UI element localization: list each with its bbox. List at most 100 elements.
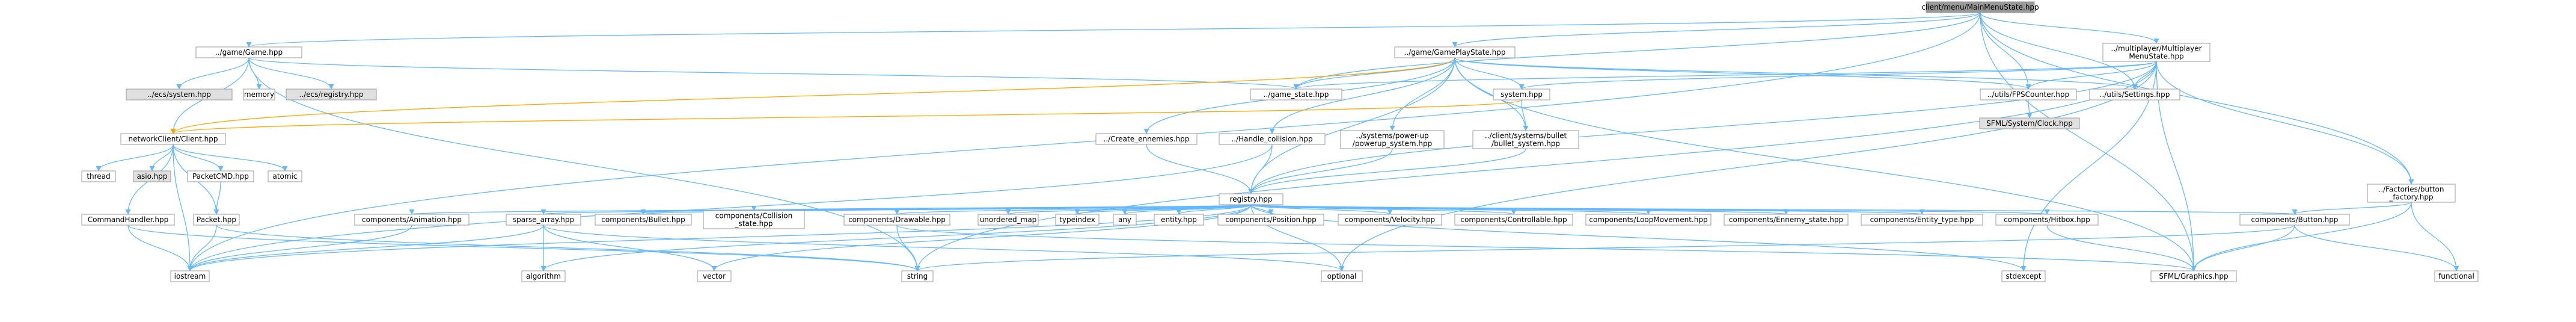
node-root[interactable]: client/menu/MainMenuState.hpp: [1921, 1, 2039, 13]
node-registry[interactable]: registry.hpp: [1219, 193, 1283, 205]
node-label: registry.hpp: [1230, 195, 1273, 203]
node-atomic[interactable]: atomic: [268, 170, 302, 182]
node-label: ../Factories/button: [2379, 185, 2444, 194]
node-comp-drawable[interactable]: components/Drawable.hpp: [843, 214, 950, 226]
node-unordered-map[interactable]: unordered_map: [977, 214, 1039, 226]
node-box: [1980, 88, 2077, 101]
node-label: sparse_array.hpp: [513, 215, 574, 224]
node-box: [2239, 214, 2350, 226]
node-sfml-graphics[interactable]: SFML/Graphics.hpp: [2150, 270, 2237, 282]
node-handle-collision[interactable]: ../Handle_collision.hpp: [1219, 133, 1326, 145]
node-comp-loopmovement[interactable]: components/LoopMovement.hpp: [1585, 214, 1712, 226]
node-box: [1217, 214, 1324, 226]
edge-registry-to-comp_collision: [751, 204, 1252, 211]
edge-multiplayer-to-string: [914, 61, 2157, 271]
node-vector[interactable]: vector: [697, 270, 732, 282]
node-box: [187, 170, 254, 182]
node-powerup[interactable]: ../systems/power-up/powerup_system.hpp: [1340, 130, 1445, 149]
edge-comp_animation-to-iostream: [187, 224, 412, 271]
node-comp-button[interactable]: components/Button.hpp: [2239, 214, 2350, 226]
node-label: SFML/Graphics.hpp: [2159, 272, 2228, 280]
node-comp-velocity[interactable]: components/Velocity.hpp: [1338, 214, 1442, 226]
node-comp-enemystate[interactable]: components/Ennemy_state.hpp: [1724, 214, 1849, 226]
node-box: [697, 270, 732, 282]
node-game[interactable]: ../game/Game.hpp: [195, 46, 302, 58]
node-label: algorithm: [526, 272, 561, 280]
node-label: components/Position.hpp: [1225, 215, 1317, 224]
node-fps[interactable]: ../utils/FPSCounter.hpp: [1980, 88, 2077, 101]
node-algorithm[interactable]: algorithm: [521, 270, 566, 282]
node-box: [243, 88, 275, 101]
edge-registry-to-comp_controllable: [1250, 204, 1517, 215]
node-packetcmd[interactable]: PacketCMD.hpp: [187, 170, 254, 182]
edge-registry-to-comp_velocity: [1250, 204, 1393, 215]
node-label: SFML/System/Clock.hpp: [1986, 119, 2073, 128]
edge-gameplay-to-handle_collision: [1269, 57, 1455, 134]
node-iostream[interactable]: iostream: [170, 270, 210, 282]
node-commandhandler[interactable]: CommandHandler.hpp: [81, 214, 175, 226]
node-comp-entitytype[interactable]: components/Entity_type.hpp: [1861, 214, 1983, 226]
node-memory[interactable]: memory: [243, 88, 275, 101]
node-label: memory: [244, 90, 274, 99]
node-sfml-clock[interactable]: SFML/System/Clock.hpp: [1979, 117, 2080, 129]
node-factories[interactable]: ../Factories/button_factory.hpp: [2367, 184, 2456, 203]
node-any[interactable]: any: [1113, 214, 1137, 226]
node-box: [1113, 214, 1137, 226]
node-box: [81, 214, 175, 226]
edge-root-to-game_state: [1293, 12, 1981, 90]
node-stdexcept[interactable]: stdexcept: [2001, 270, 2046, 282]
edge-create_enemies-to-registry: [1146, 144, 1254, 194]
node-box: [2434, 270, 2479, 282]
node-box: [1493, 88, 1550, 101]
node-label: components/LoopMovement.hpp: [1589, 215, 1707, 224]
node-system[interactable]: system.hpp: [1493, 88, 1550, 101]
node-box: [1340, 130, 1445, 149]
node-label: Packet.hpp: [197, 215, 236, 224]
edge-sparse_array-to-vector: [543, 224, 717, 271]
edge-comp_button-to-sfml_graphics: [2191, 224, 2295, 271]
node-bullet-sys[interactable]: ../client/systems/bullet/bullet_system.h…: [1472, 130, 1579, 149]
edge-client-to-asio: [149, 144, 174, 172]
node-optional[interactable]: optional: [1321, 270, 1363, 282]
node-functional[interactable]: functional: [2434, 270, 2479, 282]
node-asio[interactable]: asio.hpp: [133, 170, 171, 182]
node-ecs-registry[interactable]: ../ecs/registry.hpp: [286, 88, 377, 101]
edge-root-to-game: [246, 12, 1981, 48]
edge-sparse_array-to-iostream: [187, 224, 544, 271]
node-box: [81, 170, 116, 182]
node-box: [1454, 214, 1573, 226]
node-comp-controllable[interactable]: components/Controllable.hpp: [1454, 214, 1573, 226]
node-comp-collision[interactable]: components/Collision_state.hpp: [703, 210, 805, 229]
node-comp-bullet[interactable]: components/Bullet.hpp: [595, 214, 692, 226]
node-game-state[interactable]: ../game_state.hpp: [1250, 88, 1342, 101]
node-gameplay[interactable]: ../game/GamePlayState.hpp: [1394, 46, 1516, 58]
edge-gameplay-to-client: [170, 57, 1455, 134]
node-label: /powerup_system.hpp: [1353, 140, 1432, 148]
node-box: [901, 270, 934, 282]
node-comp-position[interactable]: components/Position.hpp: [1217, 214, 1324, 226]
node-box: [2001, 270, 2046, 282]
node-create-enemies[interactable]: ../Create_ennemies.hpp: [1095, 133, 1198, 145]
node-label: optional: [1327, 272, 1357, 280]
node-comp-hitbox[interactable]: components/Hitbox.hpp: [1995, 214, 2099, 226]
node-label: components/Animation.hpp: [362, 215, 462, 224]
edge-multiplayer-to-registry: [1248, 61, 2157, 194]
edge-comp_drawable-to-sfml_graphics: [896, 224, 2197, 271]
node-string[interactable]: string: [901, 270, 934, 282]
node-sparse-array[interactable]: sparse_array.hpp: [506, 214, 581, 226]
node-entity[interactable]: entity.hpp: [1154, 214, 1204, 226]
node-thread[interactable]: thread: [81, 170, 116, 182]
node-settings[interactable]: ../utils/Settings.hpp: [2089, 88, 2180, 101]
node-box: [286, 88, 377, 101]
node-ecs-system[interactable]: ../ecs/system.hpp: [126, 88, 233, 101]
node-typeindex[interactable]: typeindex: [1055, 214, 1100, 226]
edge-packet-to-string: [216, 224, 920, 271]
node-comp-animation[interactable]: components/Animation.hpp: [354, 214, 470, 226]
node-box: [521, 270, 566, 282]
node-box: [2089, 88, 2180, 101]
edge-handle_collision-to-iostream: [187, 144, 1273, 271]
edge-root-to-iostream: [187, 12, 1981, 271]
node-packet[interactable]: Packet.hpp: [193, 214, 240, 226]
node-client[interactable]: networkClient/Client.hpp: [120, 133, 226, 145]
